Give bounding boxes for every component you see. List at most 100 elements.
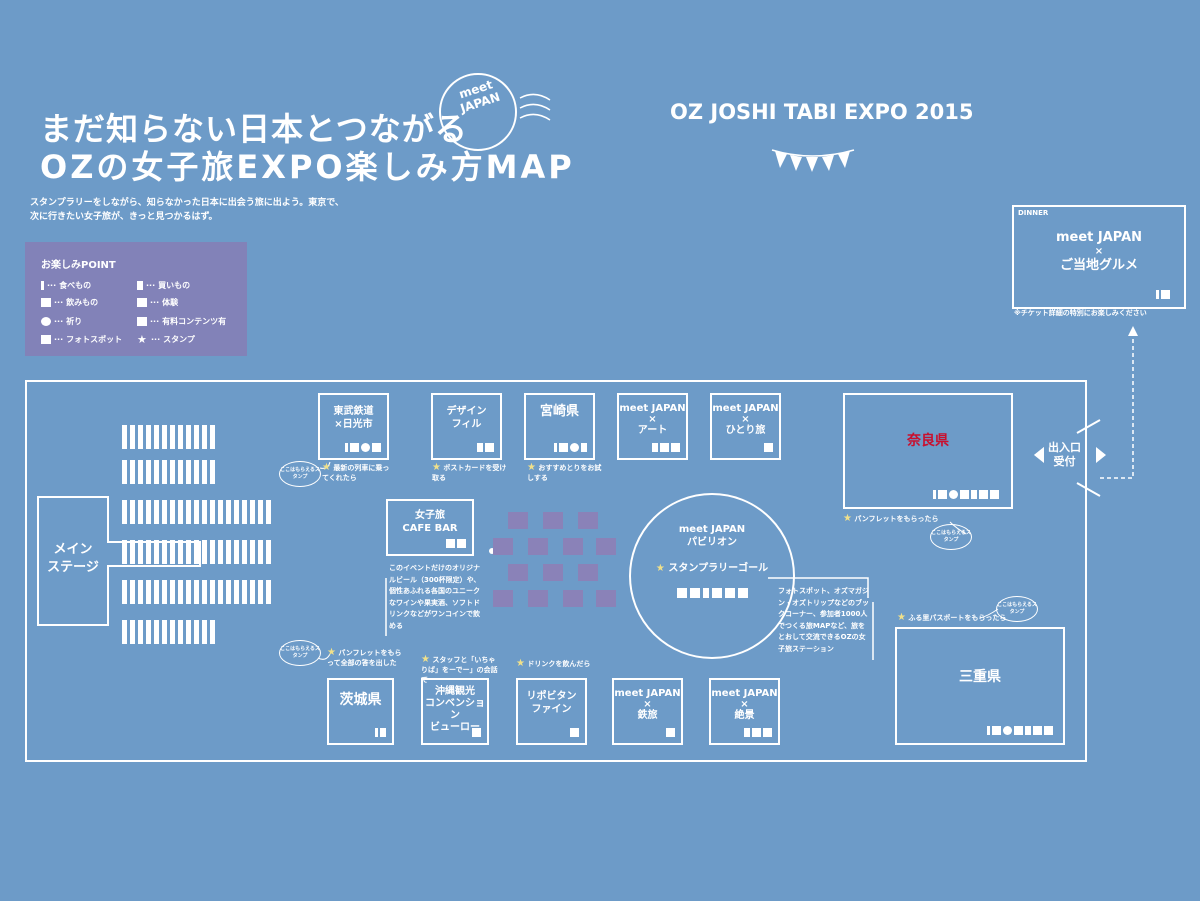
seat-row bbox=[154, 620, 159, 644]
seat-row bbox=[138, 580, 143, 604]
seat-row bbox=[122, 500, 127, 524]
seat-row bbox=[146, 620, 151, 644]
booth-lipovitan[interactable]: リポビタンファイン bbox=[516, 678, 587, 745]
seat-row bbox=[178, 580, 183, 604]
stamp-note-design: ★ ポストカードを受け取る bbox=[432, 462, 507, 483]
legend-item: ··· 有料コンテンツ有 bbox=[137, 316, 226, 327]
star-icon: ★ bbox=[137, 333, 147, 346]
entrance-doors bbox=[1076, 419, 1101, 497]
cafe-table bbox=[508, 564, 528, 581]
seat-row bbox=[138, 425, 143, 449]
booth-art[interactable]: meet JAPAN×アート bbox=[617, 393, 688, 460]
seat-row bbox=[162, 460, 167, 484]
cafe-table bbox=[508, 512, 528, 529]
seat-row bbox=[210, 540, 215, 564]
seat-row bbox=[194, 580, 199, 604]
stamp-note-ripo: ★ ドリンクを飲んだら bbox=[516, 658, 591, 669]
seat-row bbox=[186, 540, 191, 564]
seat-row bbox=[130, 620, 135, 644]
booth-tobu[interactable]: 東武鉄道×日光市 bbox=[318, 393, 389, 460]
seat-row bbox=[258, 540, 263, 564]
cafe-table bbox=[543, 512, 563, 529]
cafe-table bbox=[596, 590, 616, 607]
main-stage-label[interactable]: メイン ステージ bbox=[47, 542, 99, 575]
seat-row bbox=[130, 425, 135, 449]
seat-row bbox=[218, 580, 223, 604]
seat-row bbox=[154, 500, 159, 524]
seat-row bbox=[178, 500, 183, 524]
stamp-logo-circle bbox=[439, 73, 517, 151]
booth-mie[interactable]: 三重県 bbox=[895, 627, 1065, 745]
seat-row bbox=[226, 500, 231, 524]
main-stage-outline bbox=[37, 496, 201, 626]
booth-design-fil[interactable]: デザインフィル bbox=[431, 393, 502, 460]
stamp-note-tobu: ★ 最新の列車に乗ってくれたら bbox=[322, 462, 390, 483]
seat-row bbox=[146, 540, 151, 564]
seat-row bbox=[178, 425, 183, 449]
booth-ibaraki[interactable]: 茨城県 bbox=[327, 678, 394, 745]
legend-item: ··· フォトスポット bbox=[41, 334, 122, 345]
dinner-title: meet JAPAN × ご当地グルメ bbox=[1055, 230, 1143, 273]
legend-item: ··· 祈り bbox=[41, 316, 82, 327]
fork-icon bbox=[41, 281, 44, 290]
booth-nara[interactable]: 奈良県 bbox=[843, 393, 1013, 509]
seat-row bbox=[242, 540, 247, 564]
cafe-table bbox=[563, 538, 583, 555]
legend-item: ··· 体験 bbox=[137, 297, 178, 308]
bunting-flags bbox=[775, 151, 850, 172]
seat-row bbox=[242, 500, 247, 524]
booth-rail-travel[interactable]: meet JAPAN×鉄旅 bbox=[612, 678, 683, 745]
entrance-arrow-right bbox=[1096, 447, 1106, 463]
dinner-label: DINNER bbox=[1018, 209, 1049, 217]
seat-row bbox=[202, 460, 207, 484]
stamp-rally-goal: ★ スタンプラリーゴール bbox=[655, 563, 769, 574]
legend-panel: お楽しみPOINT ··· 食べもの ··· 買いもの ··· 飲みもの ···… bbox=[25, 242, 247, 356]
seat-row bbox=[138, 460, 143, 484]
seat-row bbox=[170, 500, 175, 524]
seat-row bbox=[178, 540, 183, 564]
content-icon bbox=[137, 317, 147, 326]
intro-line1: スタンプラリーをしながら、知らなかった日本に出会う旅に出よう。東京で、 bbox=[30, 198, 344, 208]
legend-title: お楽しみPOINT bbox=[41, 260, 116, 271]
seat-row bbox=[194, 425, 199, 449]
seat-row bbox=[170, 540, 175, 564]
seat-row bbox=[210, 425, 215, 449]
booth-miyazaki[interactable]: 宮崎県 bbox=[524, 393, 595, 460]
seat-row bbox=[122, 580, 127, 604]
seat-row bbox=[146, 580, 151, 604]
booth-scenery[interactable]: meet JAPAN×絶景 bbox=[709, 678, 780, 745]
seat-row bbox=[122, 460, 127, 484]
seat-row bbox=[266, 540, 271, 564]
seat-row bbox=[122, 620, 127, 644]
seat-row bbox=[162, 425, 167, 449]
seat-row bbox=[210, 500, 215, 524]
booth-okinawa[interactable]: 沖縄観光コンベンションビューロー bbox=[421, 678, 489, 745]
seat-row bbox=[162, 500, 167, 524]
entrance-label[interactable]: 出入口 受付 bbox=[1048, 441, 1081, 468]
booth-solo-travel[interactable]: meet JAPAN×ひとり旅 bbox=[710, 393, 781, 460]
heart-icon bbox=[41, 317, 51, 326]
seat-row bbox=[218, 500, 223, 524]
stamp-bubble: ここはもらえるスタンプ bbox=[930, 524, 972, 550]
cafe-table bbox=[528, 590, 548, 607]
intro-line2: 次に行きたい女子旅が、きっと見つかるはず。 bbox=[30, 212, 218, 222]
seat-row bbox=[250, 500, 255, 524]
cafe-table bbox=[528, 538, 548, 555]
seat-row bbox=[210, 460, 215, 484]
seat-row bbox=[202, 425, 207, 449]
seat-row bbox=[242, 580, 247, 604]
pavilion-pointer bbox=[768, 577, 869, 598]
seat-row bbox=[186, 580, 191, 604]
stamp-note-ibaraki: ★ パンフレットをもらって全部の答を出した bbox=[327, 647, 402, 668]
seat-row bbox=[194, 460, 199, 484]
seat-row bbox=[146, 425, 151, 449]
cup-icon bbox=[41, 298, 51, 307]
bag-icon bbox=[137, 281, 143, 290]
seat-row bbox=[250, 580, 255, 604]
seat-row bbox=[202, 580, 207, 604]
stage-seating bbox=[122, 425, 271, 644]
dinner-booth[interactable]: DINNER meet JAPAN × ご当地グルメ bbox=[1012, 205, 1186, 309]
